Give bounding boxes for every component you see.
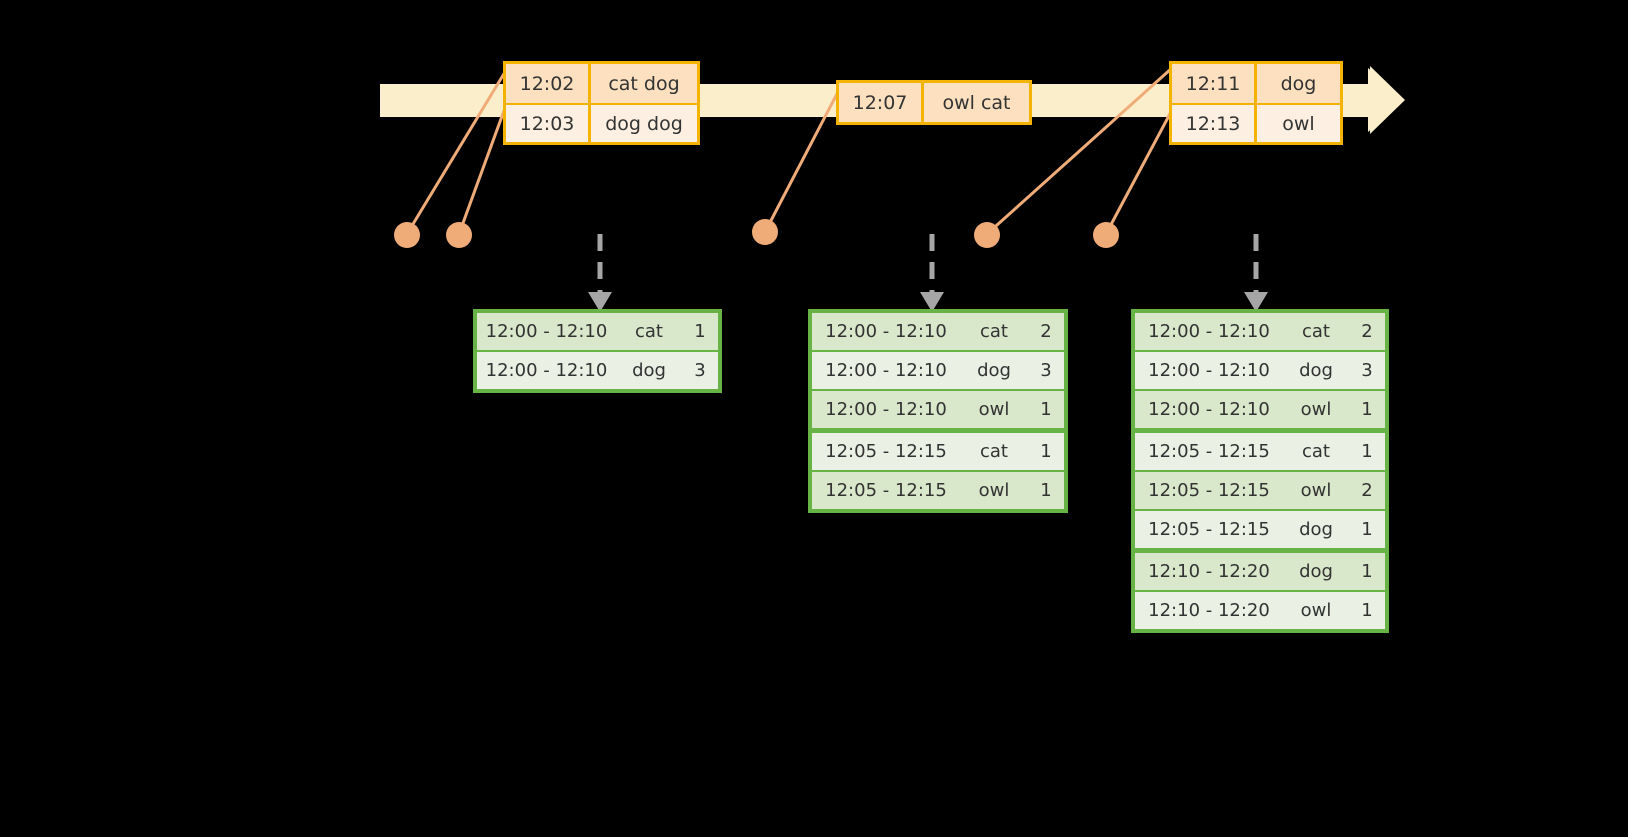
event-marker-dot (394, 222, 420, 248)
cell-key: owl (1285, 391, 1347, 428)
table-row: 12:00 - 12:10 owl 1 (1135, 391, 1385, 428)
cell-count: 1 (1349, 592, 1385, 629)
cell-count: 2 (1349, 472, 1385, 509)
result-table-2: 12:00 - 12:10 cat 2 12:00 - 12:10 dog 3 … (808, 309, 1068, 513)
cell-key: owl (962, 472, 1026, 509)
cell-window: 12:05 - 12:15 (1135, 511, 1283, 548)
cell-window: 12:05 - 12:15 (1135, 472, 1283, 509)
cell-count: 1 (1028, 391, 1064, 428)
cell-key: owl (1285, 592, 1347, 629)
event-group-1: 12:02 cat dog 12:03 dog dog (503, 61, 700, 145)
cell-window: 12:00 - 12:10 (812, 391, 960, 428)
event-group-3: 12:11 dog 12:13 owl (1169, 61, 1343, 145)
event-words: owl (1282, 112, 1315, 135)
event-marker-dot (446, 222, 472, 248)
table-row: 12:05 - 12:15 owl 2 (1135, 472, 1385, 509)
cell-window: 12:00 - 12:10 (1135, 391, 1283, 428)
event-time: 12:03 (506, 105, 591, 142)
cell-key: owl (962, 391, 1026, 428)
cell-key: dog (1285, 352, 1347, 389)
event-row: 12:03 dog dog (506, 103, 697, 142)
cell-window: 12:00 - 12:10 (477, 313, 616, 350)
cell-count: 1 (1349, 553, 1385, 590)
event-marker-dot (1093, 222, 1119, 248)
emit-arrow-1 (588, 234, 612, 312)
cell-count: 1 (1028, 433, 1064, 470)
emit-arrow-2 (920, 234, 944, 312)
event-time: 12:11 (1172, 64, 1257, 103)
event-row: 12:13 owl (1172, 103, 1340, 142)
event-marker-dot (974, 222, 1000, 248)
cell-count: 2 (1349, 313, 1385, 350)
table-row: 12:05 - 12:15 cat 1 (812, 433, 1064, 470)
result-table-3: 12:00 - 12:10 cat 2 12:00 - 12:10 dog 3 … (1131, 309, 1389, 633)
event-words: dog dog (605, 112, 683, 135)
cell-key: cat (1285, 313, 1347, 350)
cell-key: dog (618, 352, 680, 389)
cell-key: dog (962, 352, 1026, 389)
cell-key: cat (618, 313, 680, 350)
table-row: 12:00 - 12:10 cat 2 (812, 313, 1064, 350)
event-marker-dots (394, 219, 1119, 248)
cell-count: 1 (1349, 433, 1385, 470)
cell-window: 12:00 - 12:10 (477, 352, 616, 389)
cell-window: 12:00 - 12:10 (812, 313, 960, 350)
cell-window: 12:00 - 12:10 (812, 352, 960, 389)
table-row: 12:00 - 12:10 dog 3 (1135, 352, 1385, 389)
event-row: 12:11 dog (1172, 64, 1340, 103)
table-row: 12:05 - 12:15 dog 1 (1135, 511, 1385, 548)
table-row: 12:10 - 12:20 dog 1 (1135, 553, 1385, 590)
table-row: 12:05 - 12:15 cat 1 (1135, 433, 1385, 470)
event-row: 12:02 cat dog (506, 64, 697, 103)
event-words: cat dog (608, 72, 680, 95)
event-time: 12:13 (1172, 105, 1257, 142)
cell-count: 1 (1349, 391, 1385, 428)
cell-count: 1 (1349, 511, 1385, 548)
cell-count: 1 (1028, 472, 1064, 509)
event-row: 12:07 owl cat (839, 83, 1029, 122)
cell-count: 1 (682, 313, 718, 350)
table-row: 12:00 - 12:10 cat 2 (1135, 313, 1385, 350)
cell-key: cat (1285, 433, 1347, 470)
event-marker-dot (752, 219, 778, 245)
event-group-2: 12:07 owl cat (836, 80, 1032, 125)
cell-key: dog (1285, 553, 1347, 590)
event-time: 12:02 (506, 64, 591, 103)
cell-window: 12:10 - 12:20 (1135, 553, 1283, 590)
cell-key: owl (1285, 472, 1347, 509)
cell-count: 3 (682, 352, 718, 389)
table-row: 12:05 - 12:15 owl 1 (812, 472, 1064, 509)
cell-key: dog (1285, 511, 1347, 548)
cell-window: 12:00 - 12:10 (1135, 352, 1283, 389)
cell-window: 12:00 - 12:10 (1135, 313, 1283, 350)
table-row: 12:00 - 12:10 owl 1 (812, 391, 1064, 428)
event-time: 12:07 (839, 83, 924, 122)
cell-window: 12:05 - 12:15 (812, 433, 960, 470)
cell-key: cat (962, 313, 1026, 350)
table-row: 12:00 - 12:10 dog 3 (477, 352, 718, 389)
cell-count: 2 (1028, 313, 1064, 350)
result-table-1: 12:00 - 12:10 cat 1 12:00 - 12:10 dog 3 (473, 309, 722, 393)
cell-count: 3 (1028, 352, 1064, 389)
event-words: dog (1280, 72, 1317, 95)
table-row: 12:00 - 12:10 cat 1 (477, 313, 718, 350)
table-row: 12:10 - 12:20 owl 1 (1135, 592, 1385, 629)
event-words: owl cat (942, 91, 1011, 114)
cell-window: 12:10 - 12:20 (1135, 592, 1283, 629)
cell-window: 12:05 - 12:15 (1135, 433, 1283, 470)
cell-count: 3 (1349, 352, 1385, 389)
emit-arrow-3 (1244, 234, 1268, 312)
cell-key: cat (962, 433, 1026, 470)
table-row: 12:00 - 12:10 dog 3 (812, 352, 1064, 389)
cell-window: 12:05 - 12:15 (812, 472, 960, 509)
